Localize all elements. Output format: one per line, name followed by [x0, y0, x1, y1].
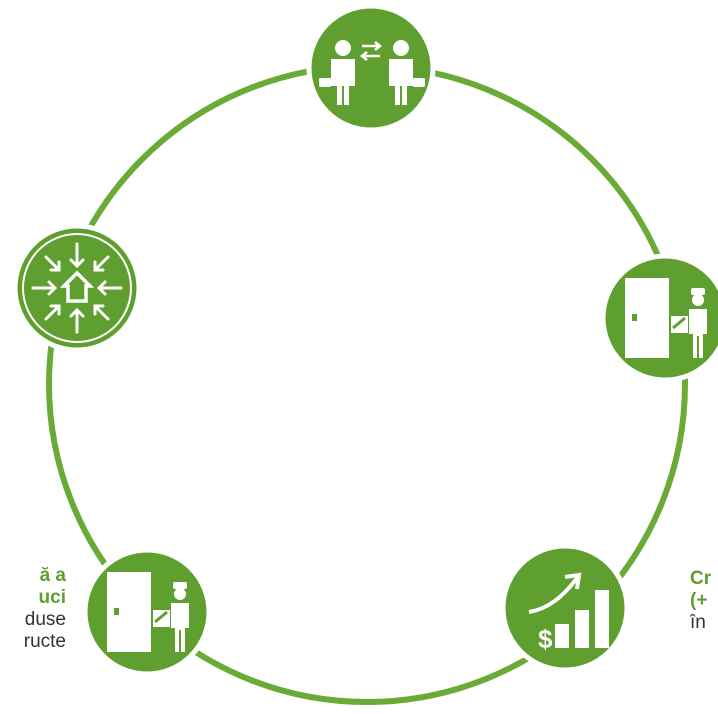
node-bottom-left [82, 547, 212, 677]
business-exchange-icon [319, 40, 425, 105]
label-title: Cr [690, 568, 712, 589]
node-bottom-right: $ [500, 543, 630, 673]
growth-chart-icon: $ [528, 572, 609, 654]
label-text: ructe [23, 631, 66, 652]
label-title: ă a [39, 565, 66, 586]
node-top [306, 3, 436, 133]
house-arrows-in-icon [31, 242, 123, 334]
label-text: în [690, 612, 706, 633]
label-bottom-left: ă a uci duse ructe [24, 565, 66, 653]
label-bottom-right: Cr (+ în [690, 568, 711, 634]
node-right [600, 253, 718, 383]
node-left [12, 223, 142, 353]
label-title: uci [38, 587, 66, 608]
door-delivery-icon [105, 570, 191, 654]
door-delivery-icon [623, 276, 709, 360]
label-text: duse [24, 609, 66, 630]
svg-text:$: $ [538, 624, 553, 654]
label-title: (+ [690, 590, 708, 611]
